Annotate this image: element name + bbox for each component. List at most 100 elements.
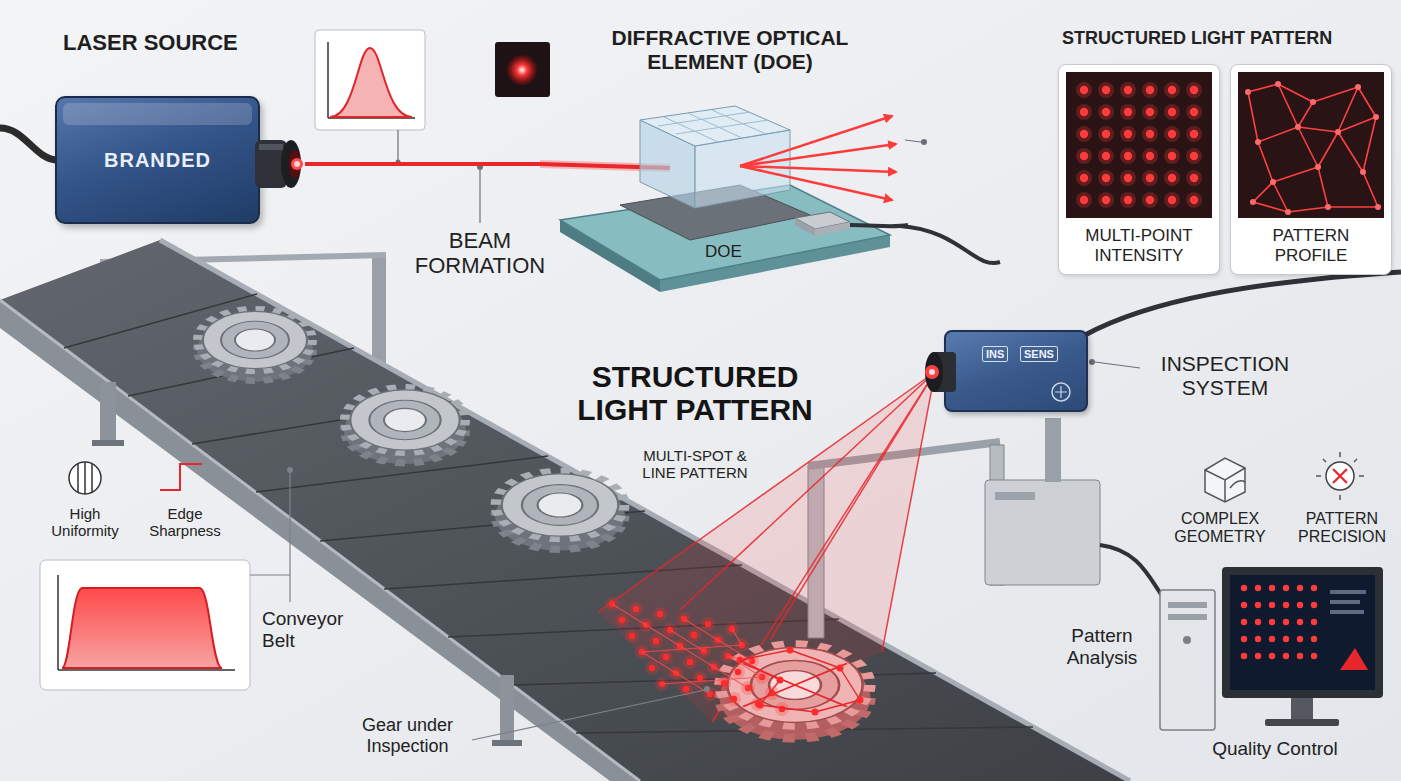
pattern-line	[646, 625, 680, 646]
decor-polygon	[560, 220, 660, 292]
pattern-line	[740, 650, 790, 660]
decor-circle	[1102, 196, 1110, 204]
pattern-dot	[663, 654, 669, 660]
screen-dot	[1283, 636, 1289, 642]
decor-circle	[1076, 170, 1092, 186]
decor-circle	[1146, 86, 1154, 94]
screen-dot	[1255, 619, 1261, 625]
callout-label: STRUCTURED LIGHT PATTERN	[1062, 28, 1394, 49]
decor-line	[1328, 206, 1378, 208]
decor-rect	[1330, 600, 1360, 604]
decor-line	[1258, 142, 1273, 182]
screen-dot	[1311, 636, 1317, 642]
decor-circle	[1250, 199, 1256, 205]
pattern-line	[684, 619, 718, 640]
decor-circle	[1146, 108, 1154, 116]
decor-circle	[1142, 104, 1158, 120]
pattern-dot	[687, 659, 693, 665]
panel-caption: MULTI-POINT INTENSITY	[1066, 226, 1212, 265]
decor-rect	[1230, 575, 1375, 690]
laser-body: BRANDED	[55, 96, 260, 224]
decor-circle	[1098, 170, 1114, 186]
camera-vents	[1046, 380, 1076, 404]
decor-circle	[1375, 204, 1381, 210]
decor-line	[770, 372, 935, 640]
lens-icon	[255, 124, 305, 204]
beam-glow	[305, 159, 540, 169]
decor-circle	[1076, 192, 1092, 208]
decor-circle	[1164, 82, 1180, 98]
decor-path	[328, 42, 415, 118]
pattern-line	[642, 645, 742, 652]
screen-dot	[1241, 585, 1247, 591]
decor-circle	[1255, 139, 1261, 145]
decor-rect	[1330, 590, 1366, 594]
decor-circle	[538, 493, 583, 517]
callout-label: BEAM FORMATION	[405, 228, 555, 279]
decor-circle	[1164, 170, 1180, 186]
decor-circle	[1164, 192, 1180, 208]
pattern-dot	[837, 665, 844, 672]
decor-ellipse	[281, 140, 301, 188]
decor-line	[1338, 117, 1376, 132]
decor-line	[1278, 84, 1298, 127]
device-label: DOE	[705, 242, 742, 262]
decor-line	[1359, 475, 1364, 477]
decor-g	[720, 645, 871, 740]
decor-circle	[1052, 383, 1070, 401]
decor-circle	[1360, 169, 1366, 175]
laser-top-face	[63, 103, 252, 125]
pattern-dot	[691, 632, 697, 638]
decor-circle	[1124, 108, 1132, 116]
decor-g	[598, 372, 935, 722]
decor-line	[1253, 182, 1273, 202]
screen-dot	[1283, 585, 1289, 591]
decor-line	[1248, 84, 1278, 92]
pattern-line	[662, 677, 762, 684]
pattern-dot-glow	[653, 607, 667, 621]
decor-circle	[1168, 196, 1176, 204]
decor-path	[658, 110, 768, 142]
decor-circle	[235, 329, 275, 351]
decor-circle	[203, 311, 307, 368]
pattern-line	[714, 667, 748, 688]
pattern-dot-glow	[731, 665, 745, 679]
decor-circle	[1080, 174, 1088, 182]
decor-circle	[1089, 359, 1095, 365]
pattern-dot	[757, 702, 764, 709]
decor-circle	[1120, 192, 1136, 208]
decor-circle	[1076, 126, 1092, 142]
decor-line	[91, 464, 93, 492]
decor-circle	[1142, 148, 1158, 164]
pattern-line	[718, 640, 752, 661]
decor-circle	[1164, 148, 1180, 164]
pattern-dot-glow	[645, 661, 659, 675]
decor-circle	[704, 686, 710, 692]
screen-dot	[1311, 653, 1317, 659]
pattern-dot	[787, 647, 794, 654]
screen-dot	[1241, 636, 1247, 642]
decor-circle	[1168, 130, 1176, 138]
decor-polygon	[560, 185, 890, 280]
decor-rect	[932, 352, 956, 392]
screen-dot	[1311, 619, 1317, 625]
decor-rect	[1160, 590, 1215, 730]
pattern-dot-glow	[629, 602, 643, 616]
decor-rect	[259, 144, 283, 150]
pattern-dot-glow	[625, 629, 639, 643]
decor-circle	[1098, 148, 1114, 164]
decor-circle	[1142, 192, 1158, 208]
decor-circle	[1186, 192, 1202, 208]
decor-circle	[1295, 124, 1301, 130]
callout-label: PATTERN PRECISION	[1288, 510, 1396, 547]
decor-circle	[1335, 129, 1341, 135]
pattern-dot	[779, 706, 785, 712]
decor-rect	[40, 560, 250, 690]
decor-circle	[929, 369, 935, 375]
pattern-dot	[721, 680, 727, 686]
decor-line	[1273, 182, 1288, 212]
decor-line	[77, 464, 79, 492]
decor-line	[1298, 127, 1338, 132]
